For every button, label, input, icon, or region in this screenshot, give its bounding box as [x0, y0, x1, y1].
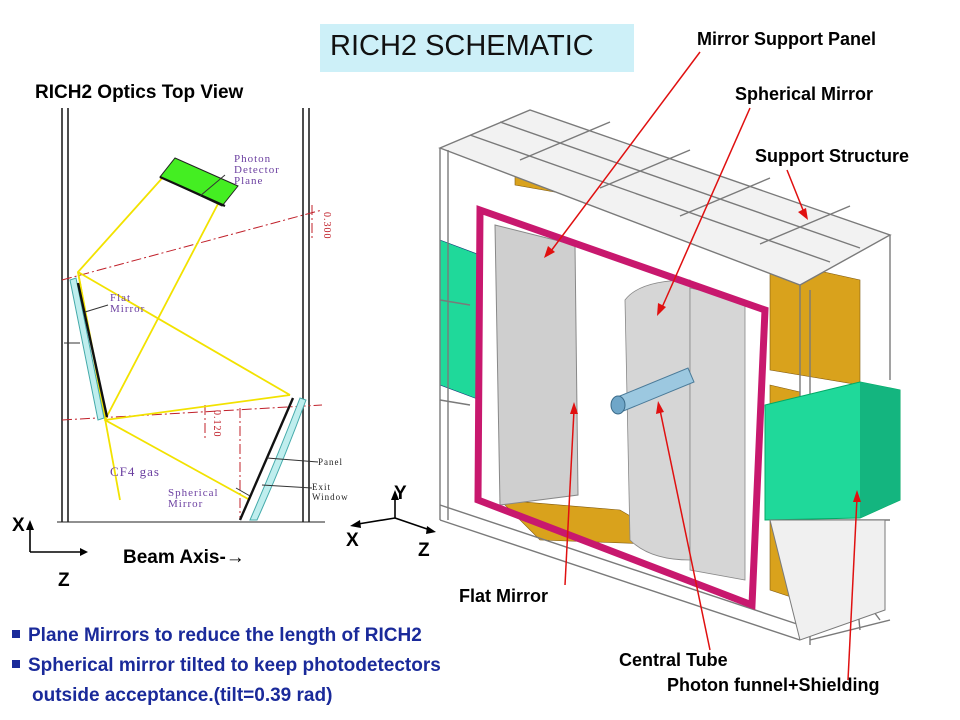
left-shielding	[439, 239, 481, 401]
bullet-text: Spherical mirror tilted to keep photodet…	[28, 655, 441, 676]
left-axis-z-label: Z	[58, 570, 70, 591]
page-title: RICH2 SCHEMATIC	[330, 30, 594, 62]
top-view-title: RICH2 Optics Top View	[35, 82, 244, 103]
dim-300-label: 0.300	[321, 212, 332, 240]
spherical-mirror-label: Spherical Mirror	[735, 84, 874, 104]
left-axis-x-label: X	[12, 515, 25, 536]
dim-120-label: 0.120	[211, 410, 222, 438]
right-axis-y-label: Y	[394, 483, 407, 504]
sm-line-1: Spherical	[168, 487, 219, 499]
photon-funnel-label: Photon funnel+Shielding	[667, 675, 880, 695]
central-tube	[610, 367, 695, 415]
bullet-square-icon	[12, 629, 20, 638]
flat-mirror-panel	[494, 224, 579, 506]
vessel-walls	[57, 108, 325, 523]
bullet-text: Plane Mirrors to reduce the length of RI…	[28, 625, 422, 646]
pdp-line-2: Detector	[234, 164, 280, 176]
panel-label: Panel	[318, 457, 343, 467]
fm-line-2: Mirror	[110, 303, 146, 315]
callout-lines	[544, 51, 861, 681]
sm-line-2: Mirror	[168, 498, 204, 510]
support-truss	[438, 109, 892, 645]
bullet-item: Plane Mirrors to reduce the length of RI…	[12, 625, 422, 647]
support-structure-label: Support Structure	[755, 146, 910, 166]
right-arrow-icon: →	[225, 547, 245, 568]
left-axis-arrows	[26, 520, 88, 556]
gas-label: CF4 gas	[110, 464, 160, 479]
beam-axis-label: Beam Axis-→	[123, 547, 245, 569]
magenta-frame	[474, 205, 769, 611]
flat-mirror-drawing	[64, 277, 109, 421]
ew-line-2: Window	[312, 492, 349, 502]
flat-mirror-optics-label: Flat Mirror	[110, 293, 145, 315]
ew-line-1: Exit	[312, 482, 331, 492]
photon-detector-plane-label: Photon Detector Plane	[234, 154, 280, 187]
central-tube-label: Central Tube	[619, 650, 728, 670]
beam-axis-text: Beam Axis-	[123, 547, 226, 568]
light-rays	[77, 174, 291, 501]
bullet-continuation: outside acceptance.(tilt=0.39 rad)	[32, 685, 333, 706]
right-axis-z-label: Z	[418, 540, 430, 561]
right-axis-arrows	[350, 490, 436, 534]
photon-detector-plane	[159, 157, 239, 207]
spherical-mirror-panels	[624, 279, 746, 581]
right-axis-x-label: X	[346, 530, 359, 551]
pdp-line-1: Photon	[234, 153, 272, 165]
spherical-mirror-optics-label: Spherical Mirror	[168, 488, 219, 510]
bullet-square-icon	[12, 659, 20, 668]
mirror-support-panel-label: Mirror Support Panel	[697, 29, 877, 49]
bullet-item: Spherical mirror tilted to keep photodet…	[12, 655, 441, 677]
spherical-mirror-drawing	[235, 397, 319, 521]
fm-line-1: Flat	[110, 292, 132, 304]
pdp-line-3: Plane	[234, 175, 264, 187]
exit-window-label: Exit Window	[312, 482, 349, 502]
bottom-funnel	[769, 519, 886, 641]
flat-mirror-label: Flat Mirror	[459, 586, 549, 606]
title-box	[320, 24, 634, 72]
